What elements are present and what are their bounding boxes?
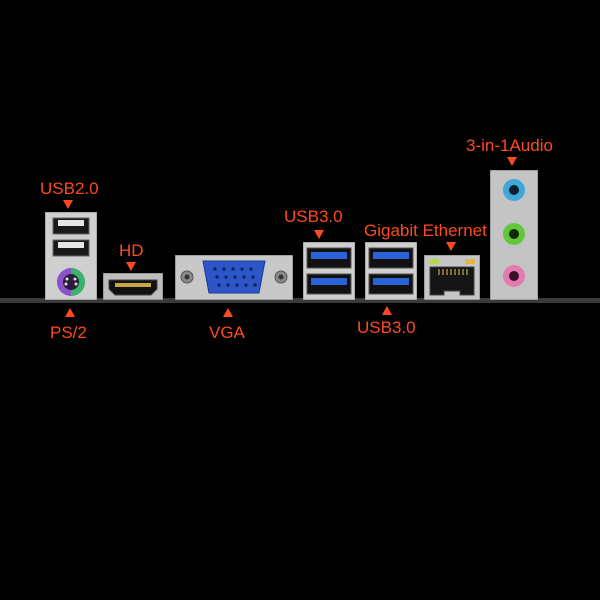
motherboard-edge	[0, 298, 600, 303]
usb20-ps2-port-stack	[45, 212, 97, 300]
vga-arrow-icon	[223, 308, 233, 317]
gigabit-arrow-icon	[446, 242, 456, 251]
usb20-label: USB2.0	[40, 179, 99, 198]
usb30-port-stack-left	[303, 242, 355, 300]
usb30-port-stack-right	[365, 242, 417, 300]
vga-port	[175, 255, 293, 300]
usb30-top-label: USB3.0	[284, 207, 343, 226]
vga-label: VGA	[209, 323, 245, 342]
hd-label: HD	[119, 241, 144, 260]
ethernet-port	[424, 255, 480, 300]
ps2-label: PS/2	[50, 323, 87, 342]
hdmi-port	[103, 273, 163, 300]
usb20-arrow-icon	[63, 200, 73, 209]
audio-arrow-icon	[507, 157, 517, 166]
ps2-arrow-icon	[65, 308, 75, 317]
usb30-top-arrow-icon	[314, 230, 324, 239]
gigabit-ethernet-label: Gigabit Ethernet	[364, 221, 487, 240]
hd-arrow-icon	[126, 262, 136, 271]
audio-label: 3-in-1Audio	[466, 136, 553, 155]
usb30-bottom-arrow-icon	[382, 306, 392, 315]
audio-jack-stack	[490, 170, 538, 300]
usb30-bottom-label: USB3.0	[357, 318, 416, 337]
